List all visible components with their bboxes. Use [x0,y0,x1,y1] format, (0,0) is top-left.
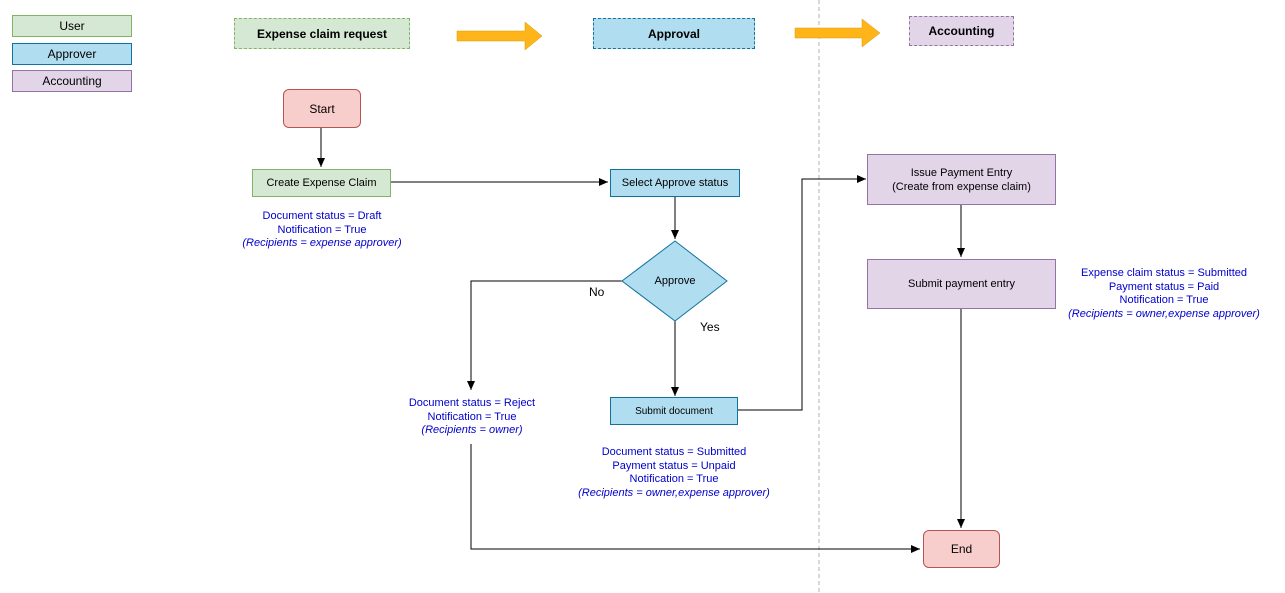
legend-accounting: Accounting [12,70,132,92]
note-paid-line: Expense claim status = Submitted [1081,267,1247,279]
select-approve-status-node: Select Approve status [610,169,740,197]
issue-payment-line1: Issue Payment Entry [910,166,1013,179]
edge-submit-issue [738,175,866,411]
issue-payment-line2: (Create from expense claim) [892,180,1031,193]
edge-label-yes: Yes [700,320,720,334]
note-submitted-line: Payment status = Unpaid [612,459,736,472]
submit-document-node: Submit document [610,397,738,425]
stage-arrow-2 [794,18,881,48]
note-paid-line: (Recipients = owner,expense approver) [1068,307,1260,320]
approve-decision-label: Approve [654,275,696,287]
note-draft-line: Document status = Draft [262,210,382,222]
edge-approve-no [467,280,622,390]
note-draft: Document status = Draft Notification = T… [222,210,422,251]
note-draft-line: (Recipients = expense approver) [242,237,402,249]
stage-expense-claim-request: Expense claim request [234,18,410,49]
legend-approver: Approver [12,43,132,65]
note-submitted-line: Document status = Submitted [601,446,747,458]
note-paid-line: Payment status = Paid [1108,280,1220,293]
note-paid: Expense claim status = Submitted Payment… [1060,267,1268,321]
note-submitted: Document status = Submitted Payment stat… [564,446,784,500]
note-reject: Document status = Reject Notification = … [372,397,572,438]
end-node: End [923,530,1000,568]
stage-approval: Approval [593,18,755,49]
note-submitted-line: Notification = True [629,473,719,485]
edge-reject-end [470,444,920,553]
note-reject-line: (Recipients = owner) [421,424,523,436]
note-paid-line: Notification = True [1119,294,1209,306]
create-expense-claim-node: Create Expense Claim [252,169,391,197]
submit-payment-entry-node: Submit payment entry [867,259,1056,309]
approve-diamond-shape [621,240,728,322]
issue-payment-entry-node: Issue Payment Entry (Create from expense… [867,154,1056,205]
note-draft-line: Notification = True [277,223,367,236]
edge-label-no: No [589,285,605,299]
stage-arrow-1 [456,21,543,51]
legend-user: User [12,15,132,37]
note-reject-line: Document status = Reject [408,397,536,409]
note-submitted-line: (Recipients = owner,expense approver) [578,486,770,499]
stage-accounting: Accounting [909,16,1014,46]
note-reject-line: Notification = True [427,410,517,423]
start-node: Start [283,89,361,128]
